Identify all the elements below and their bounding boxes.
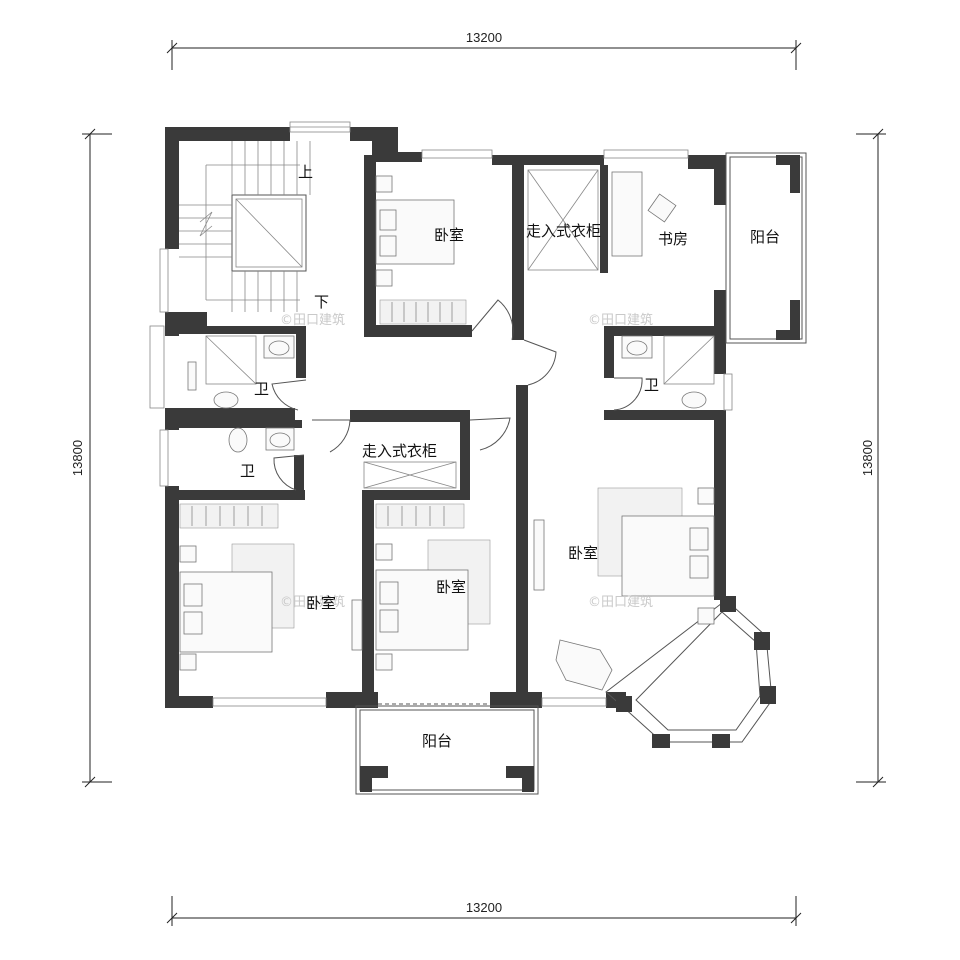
- bay-window: [605, 596, 776, 748]
- room-label-bath-west-upper: 卫: [254, 380, 269, 398]
- watermark: ©田口建筑: [280, 312, 345, 328]
- interior-walls: [165, 155, 726, 705]
- dimension-right-label: 13800: [860, 440, 875, 476]
- walkin-center-cabinet: [363, 461, 457, 489]
- furniture-southwest-bedroom: [179, 503, 295, 671]
- windows: [149, 121, 733, 707]
- dimension-left: 13800: [70, 128, 112, 788]
- room-label-bath-west-lower: 卫: [240, 462, 255, 480]
- dimension-bottom-label: 13200: [466, 900, 502, 915]
- bath-east-fixtures: [621, 335, 715, 409]
- dimension-left-label: 13800: [70, 440, 85, 476]
- bath-west-upper-fixtures: [187, 335, 295, 409]
- watermark: ©田口建筑: [588, 312, 653, 328]
- room-label-bedroom-north: 卧室: [434, 226, 464, 244]
- room-label-walkin-center: 走入式衣柜: [362, 442, 437, 460]
- furniture-south-center-bedroom: [351, 503, 491, 671]
- staircase: 上 下: [179, 141, 329, 312]
- room-label-bath-east: 卫: [644, 376, 659, 394]
- study-desk: [611, 171, 677, 257]
- dimension-bottom: 13200: [166, 896, 802, 926]
- room-label-balcony-east: 阳台: [750, 228, 780, 246]
- room-label-bedroom-south-center: 卧室: [436, 578, 466, 596]
- room-label-walkin-north: 走入式衣柜: [526, 222, 601, 240]
- stair-up-label: 上: [298, 163, 313, 181]
- stair-treads-landing: [179, 204, 232, 258]
- room-label-bedroom-southeast: 卧室: [568, 544, 598, 562]
- room-label-study: 书房: [658, 230, 688, 248]
- bath-west-lower-fixtures: [228, 427, 295, 453]
- watermark: ©田口建筑: [280, 594, 345, 610]
- room-label-balcony-south: 阳台: [422, 732, 452, 750]
- doors: [271, 299, 643, 491]
- dimension-top-label: 13200: [466, 30, 502, 45]
- stair-down-label: 下: [314, 293, 329, 311]
- dimension-right: 13800: [856, 128, 886, 788]
- room-labels: 卧室 走入式衣柜 书房 阳台 卫 卫 卫 走入式衣柜 卧室 卧室 卧室 阳台: [240, 222, 780, 750]
- watermarks: ©田口建筑 ©田口建筑 ©田口建筑 ©田口建筑: [280, 312, 653, 610]
- east-balcony: [725, 152, 807, 344]
- stair-treads-upper: [231, 141, 311, 195]
- walkin-north-cabinet: [527, 169, 599, 271]
- furniture-southeast-bedroom: [533, 487, 715, 691]
- furniture-north-bedroom: [375, 175, 467, 325]
- watermark: ©田口建筑: [588, 594, 653, 610]
- south-balcony: [355, 703, 539, 795]
- stair-treads-lower: [231, 271, 298, 312]
- dimension-top: 13200: [166, 30, 802, 70]
- room-label-bedroom-southwest: 卧室: [306, 594, 336, 612]
